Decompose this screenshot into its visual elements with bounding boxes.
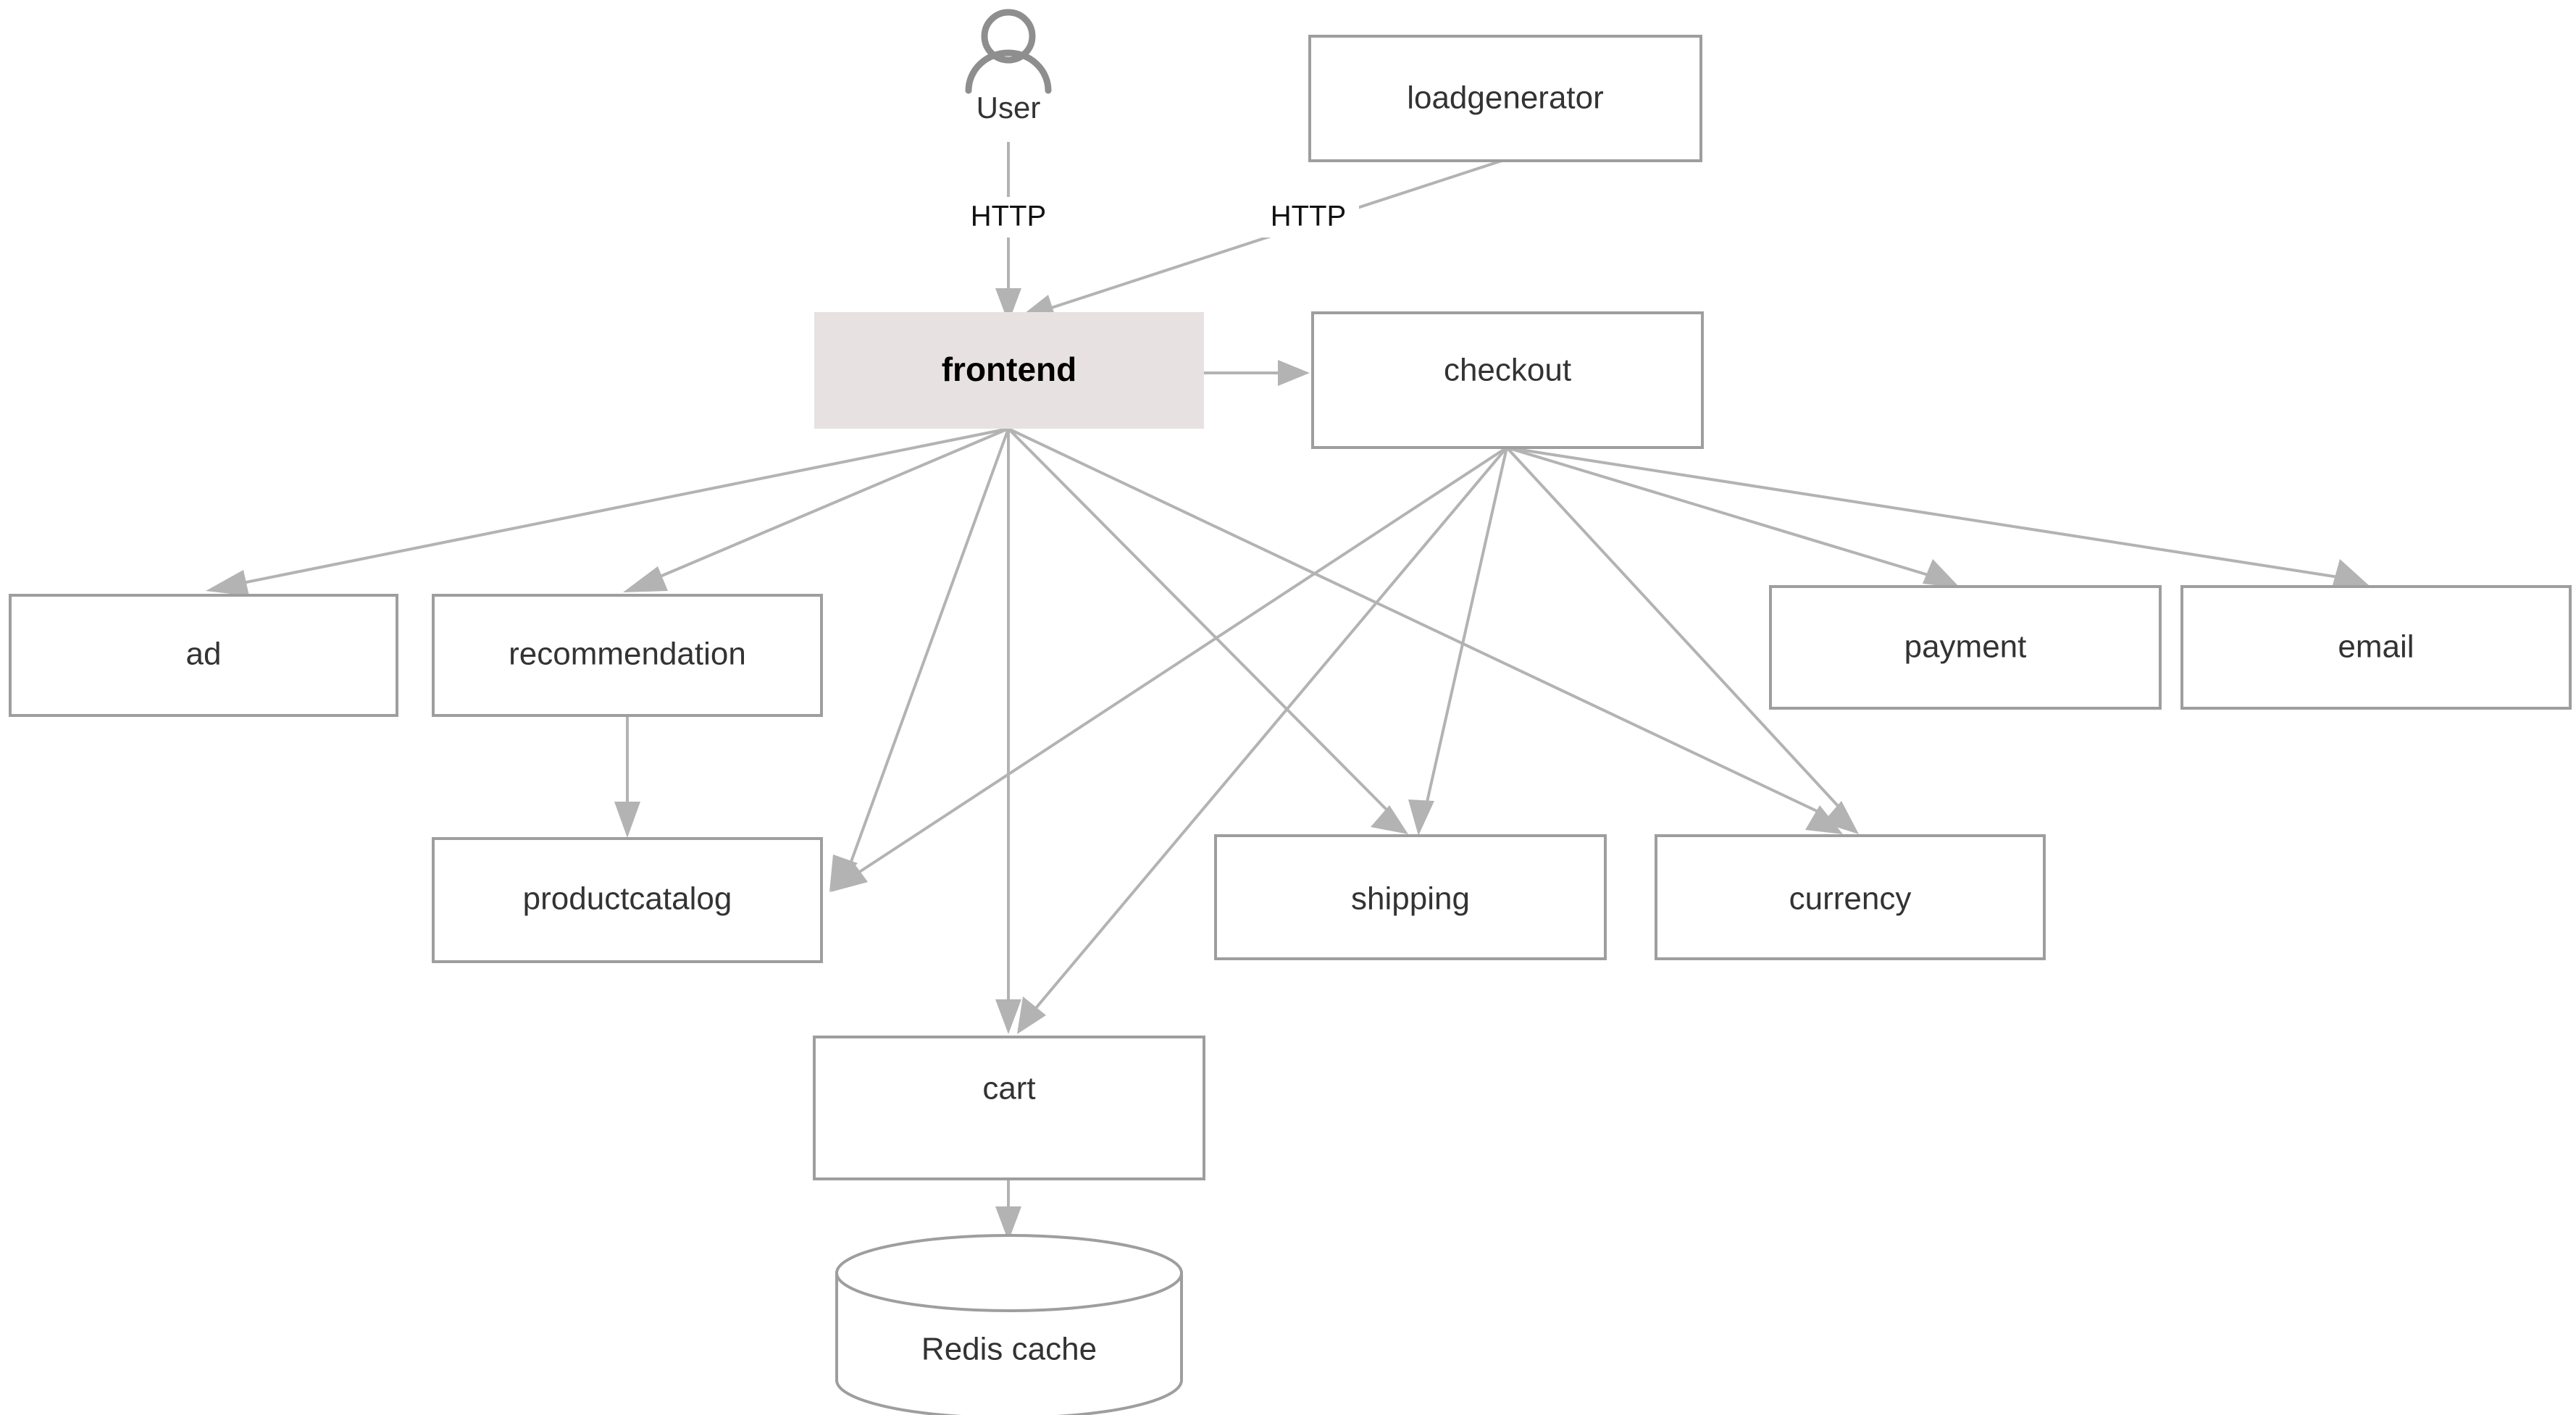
edge-frontend-to-checkout xyxy=(1204,360,1310,386)
edge-frontend-to-ad xyxy=(206,427,1009,596)
node-shipping-label: shipping xyxy=(1351,881,1470,917)
person-icon-body xyxy=(965,49,1052,94)
edge-frontend-to-cart xyxy=(995,429,1021,1034)
edge-cart-to-redis xyxy=(995,1180,1021,1241)
edge-label-http-user-text: HTTP xyxy=(971,201,1046,232)
node-currency[interactable]: currency xyxy=(1655,834,2046,960)
node-shipping[interactable]: shipping xyxy=(1214,834,1607,960)
node-recommendation-box xyxy=(432,594,823,717)
node-loadgenerator-box xyxy=(1308,35,1702,162)
edge-label-http-loadgenerator-text: HTTP xyxy=(1271,201,1346,232)
node-email[interactable]: email xyxy=(2180,585,2572,710)
actor-user-label: User xyxy=(977,91,1041,125)
actor-user[interactable]: User xyxy=(965,9,1052,125)
node-redis[interactable]: Redis cache xyxy=(835,1234,1183,1415)
node-productcatalog[interactable]: productcatalog xyxy=(432,837,823,963)
edge-recommendation-to-productcatalog xyxy=(614,715,640,838)
node-currency-box xyxy=(1655,834,2046,960)
person-icon xyxy=(981,9,1036,64)
node-payment-box xyxy=(1769,585,2162,710)
edge-frontend-to-shipping xyxy=(1007,427,1408,834)
node-redis-body xyxy=(835,1272,1183,1415)
edge-loadgenerator-to-frontend xyxy=(1018,159,1502,319)
node-recommendation-label: recommendation xyxy=(509,637,746,672)
node-checkout[interactable]: checkout xyxy=(1311,311,1704,449)
node-redis-top xyxy=(835,1234,1183,1312)
node-frontend[interactable]: frontend xyxy=(814,312,1204,429)
node-payment[interactable]: payment xyxy=(1769,585,2162,710)
node-ad-label: ad xyxy=(186,637,222,672)
node-redis-label: Redis cache xyxy=(921,1332,1097,1367)
node-frontend-box xyxy=(814,312,1204,429)
edge-checkout-to-productcatalog xyxy=(830,446,1508,892)
node-currency-label: currency xyxy=(1789,881,1912,917)
node-loadgenerator[interactable]: loadgenerator xyxy=(1308,35,1702,162)
edge-label-http-loadgenerator: HTTP xyxy=(1258,197,1359,238)
node-frontend-label: frontend xyxy=(942,350,1077,388)
edge-frontend-to-currency xyxy=(1008,427,1843,834)
node-cart[interactable]: cart xyxy=(813,1036,1205,1180)
edge-label-http-user: HTTP xyxy=(958,197,1059,238)
node-shipping-box xyxy=(1214,834,1607,960)
edge-checkout-to-currency xyxy=(1505,446,1859,834)
edge-label-layer: HTTP HTTP xyxy=(958,197,1359,238)
edge-checkout-to-payment xyxy=(1506,446,1960,588)
node-email-box xyxy=(2180,585,2572,710)
node-ad[interactable]: ad xyxy=(9,594,398,717)
node-productcatalog-box xyxy=(432,837,823,963)
node-email-label: email xyxy=(2338,629,2414,665)
node-loadgenerator-label: loadgenerator xyxy=(1407,80,1604,116)
node-productcatalog-label: productcatalog xyxy=(523,881,732,917)
edge-checkout-to-shipping xyxy=(1408,447,1508,836)
node-payment-label: payment xyxy=(1904,629,2027,665)
node-checkout-box xyxy=(1311,311,1704,449)
node-cart-box xyxy=(813,1036,1205,1180)
node-checkout-label: checkout xyxy=(1444,353,1571,388)
node-ad-box xyxy=(9,594,398,717)
edge-layer xyxy=(206,142,2370,1241)
edge-frontend-to-productcatalog xyxy=(829,428,1010,892)
edge-checkout-to-email xyxy=(1506,446,2370,587)
node-recommendation[interactable]: recommendation xyxy=(432,594,823,717)
edge-frontend-to-recommendation xyxy=(623,427,1009,592)
node-cart-label: cart xyxy=(982,1071,1035,1107)
edge-checkout-to-cart xyxy=(1017,446,1508,1034)
